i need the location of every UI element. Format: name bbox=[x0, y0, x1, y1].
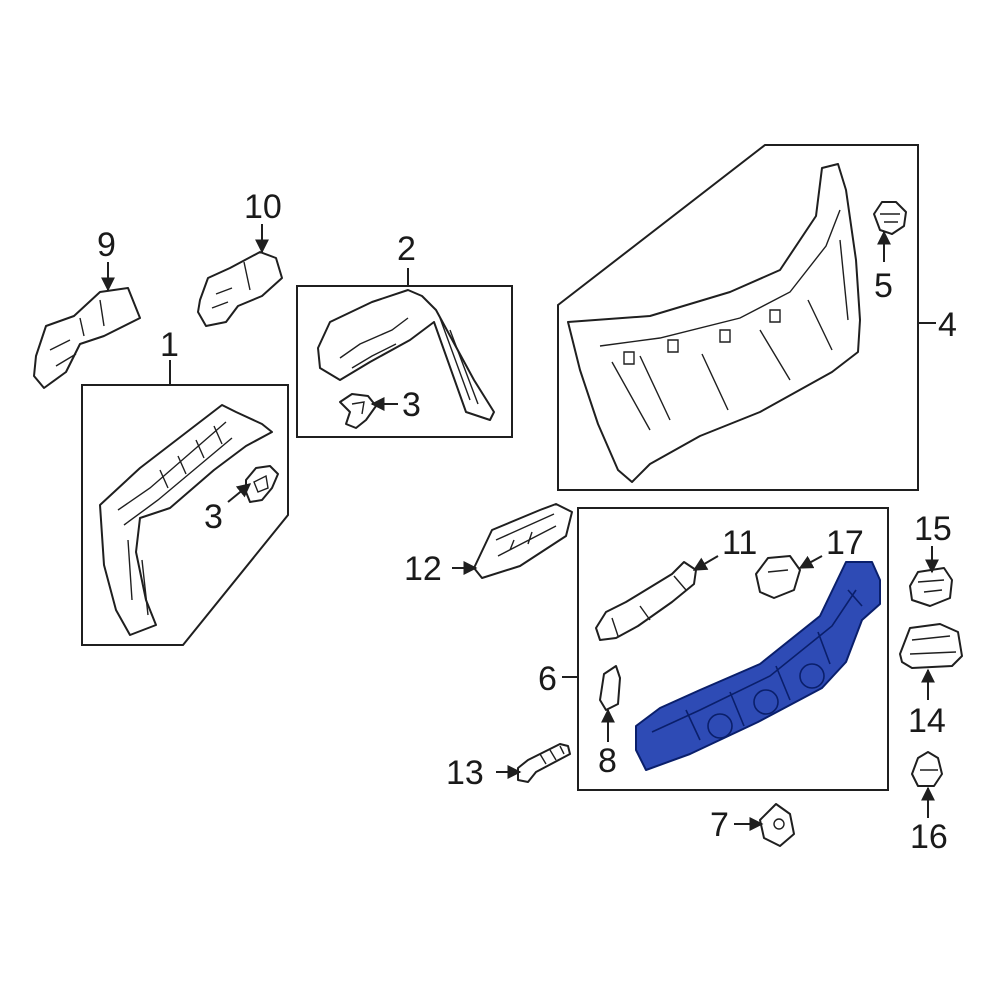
callout-5: 5 bbox=[874, 267, 893, 305]
part-11-handle-assembly[interactable] bbox=[595, 561, 697, 641]
part-4-liftgate-panel[interactable] bbox=[567, 163, 861, 483]
part-5-push-pin[interactable] bbox=[873, 201, 907, 235]
group-box-2 bbox=[296, 268, 513, 438]
callout-6: 6 bbox=[538, 660, 557, 698]
callout-1: 1 bbox=[160, 326, 179, 364]
part-7-nut[interactable] bbox=[759, 803, 795, 847]
callout-3-upper: 3 bbox=[402, 386, 421, 424]
leader-3-left bbox=[227, 483, 252, 503]
part-2-upper-trim[interactable] bbox=[317, 289, 495, 421]
part-17-bracket[interactable] bbox=[755, 555, 801, 599]
callout-4: 4 bbox=[938, 306, 957, 344]
callout-15: 15 bbox=[914, 510, 952, 548]
part-1-side-trim-panel[interactable] bbox=[99, 404, 273, 636]
callout-17: 17 bbox=[826, 524, 864, 562]
part-13-screw[interactable] bbox=[517, 743, 571, 783]
part-3-clip-left[interactable] bbox=[245, 465, 279, 503]
part-8-clip[interactable] bbox=[599, 665, 621, 711]
part-14-lamp[interactable] bbox=[899, 623, 963, 669]
part-6-garnish-highlighted[interactable] bbox=[635, 561, 881, 771]
group-box-6 bbox=[562, 507, 889, 791]
part-3-clip-upper[interactable] bbox=[339, 393, 377, 429]
part-6-fill bbox=[635, 561, 881, 771]
part-15-clip[interactable] bbox=[909, 567, 953, 607]
callout-14: 14 bbox=[908, 702, 946, 740]
callout-7: 7 bbox=[710, 806, 729, 844]
part-16-push-pin[interactable] bbox=[911, 751, 943, 787]
callout-9: 9 bbox=[97, 226, 116, 264]
callout-2: 2 bbox=[397, 230, 416, 268]
callouts: 1 2 3 3 4 5 6 7 8 9 10 11 12 13 14 15 16… bbox=[97, 188, 957, 856]
callout-8: 8 bbox=[598, 742, 617, 780]
leader-17 bbox=[798, 555, 823, 569]
callout-12: 12 bbox=[404, 550, 442, 588]
leader-11 bbox=[692, 555, 719, 571]
part-12-garnish[interactable] bbox=[473, 503, 573, 579]
callout-13: 13 bbox=[446, 754, 484, 792]
part-9-trim-bracket[interactable] bbox=[33, 287, 141, 389]
leader-lines bbox=[101, 224, 939, 831]
group-box-4 bbox=[557, 144, 936, 491]
callout-16: 16 bbox=[910, 818, 948, 856]
callout-3-left: 3 bbox=[204, 498, 223, 536]
part-10-trim-bracket[interactable] bbox=[197, 251, 283, 327]
callout-11: 11 bbox=[722, 524, 757, 562]
group-box-1 bbox=[81, 360, 289, 646]
callout-10: 10 bbox=[244, 188, 282, 226]
